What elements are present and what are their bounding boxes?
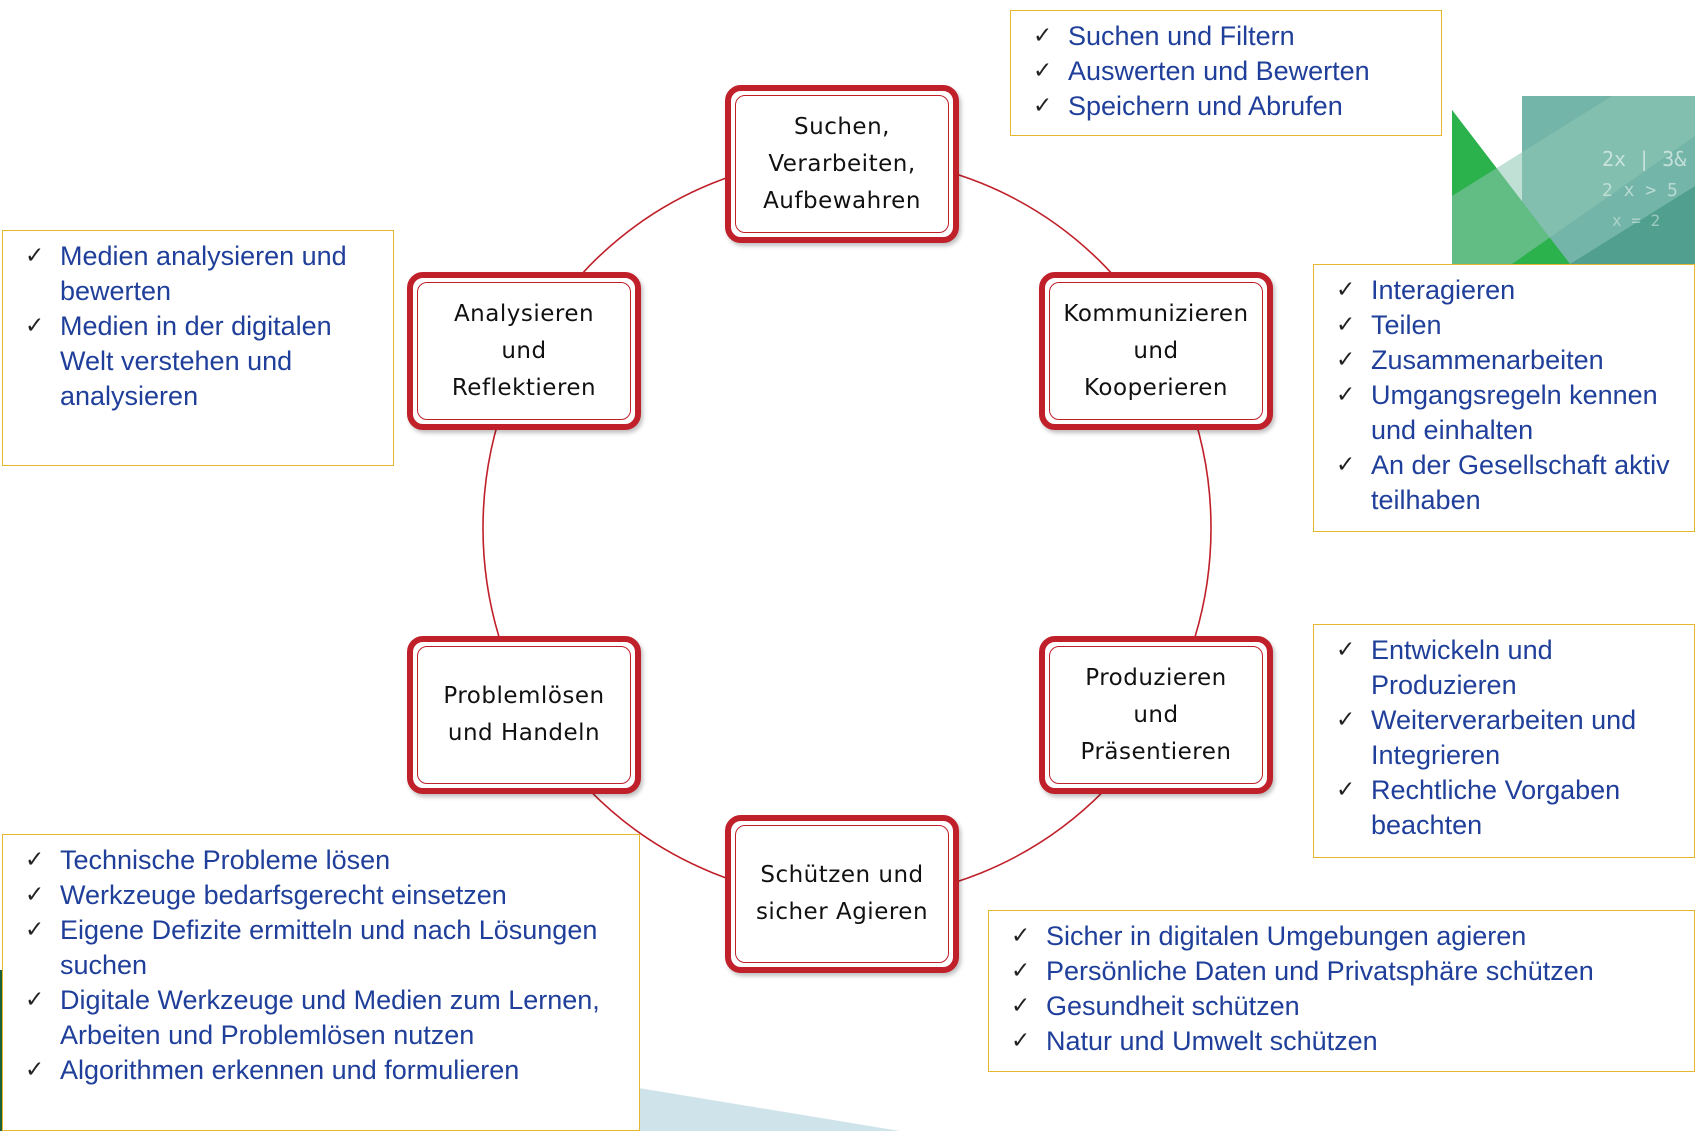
checkmark-icon: ✓ <box>1336 382 1356 408</box>
checkmark-icon: ✓ <box>1336 707 1356 733</box>
checkmark-icon: ✓ <box>25 882 45 908</box>
checkmark-icon: ✓ <box>25 847 45 873</box>
node-schuetzen: Schützen und sicher Agieren <box>725 815 959 973</box>
list-item: ✓Gesundheit schützen <box>989 989 1684 1024</box>
svg-text:2x | 3&: 2x | 3& <box>1602 147 1686 171</box>
detail-box-produzieren: ✓Entwickeln und Produzieren ✓Weiterverar… <box>1313 624 1695 858</box>
list-item: ✓Medien analysieren und bewerten <box>25 241 347 306</box>
checkmark-icon: ✓ <box>1336 277 1356 303</box>
checkmark-icon: ✓ <box>1336 312 1356 338</box>
list-item: ✓Technische Probleme lösen <box>3 843 629 878</box>
list-item: ✓Teilen <box>1314 308 1684 343</box>
list-item: ✓Persönliche Daten und Privatsphäre schü… <box>989 954 1684 989</box>
node-label: Analysieren und Reflektieren <box>451 300 597 401</box>
checkmark-icon: ✓ <box>1336 347 1356 373</box>
list-item: ✓Zusammenarbeiten <box>1314 343 1684 378</box>
node-label: Schützen und sicher Agieren <box>755 862 929 925</box>
checkmark-icon: ✓ <box>25 243 45 269</box>
node-analysieren: Analysieren und Reflektieren <box>407 272 641 430</box>
checkmark-icon: ✓ <box>1011 1028 1031 1054</box>
checkmark-icon: ✓ <box>1011 923 1031 949</box>
detail-box-kommunizieren: ✓Interagieren ✓Teilen ✓Zusammenarbeiten … <box>1313 264 1695 532</box>
checkmark-icon: ✓ <box>25 1057 45 1083</box>
checkmark-icon: ✓ <box>25 917 45 943</box>
decorative-chalkboard-graphic: 2x | 3& 2 x > 5 x = 2 <box>1452 96 1695 264</box>
node-suchen: Suchen, Verarbeiten, Aufbewahren <box>725 85 959 243</box>
node-label: Produzieren und Präsentieren <box>1080 664 1232 765</box>
node-label: Kommunizieren und Kooperieren <box>1063 300 1249 401</box>
list-item: ✓Weiterverarbeiten und Integrieren <box>1336 705 1637 770</box>
list-item: ✓Suchen und Filtern <box>1011 19 1431 54</box>
list-item: ✓Interagieren <box>1314 273 1684 308</box>
competence-list: ✓Interagieren ✓Teilen ✓Zusammenarbeiten … <box>1314 273 1684 518</box>
list-item: ✓Digitale Werkzeuge und Medien zum Lerne… <box>25 985 600 1050</box>
competence-list: ✓Technische Probleme lösen ✓Werkzeuge be… <box>3 843 629 1088</box>
node-label: Suchen, Verarbeiten, Aufbewahren <box>763 113 921 214</box>
node-label: Problemlösen und Handeln <box>443 683 605 746</box>
list-item: ✓Auswerten und Bewerten <box>1011 54 1431 89</box>
node-problemloesen: Problemlösen und Handeln <box>407 636 641 794</box>
list-item: ✓Medien in der digitalen Welt verstehen … <box>25 311 332 411</box>
checkmark-icon: ✓ <box>1033 23 1053 49</box>
checkmark-icon: ✓ <box>1033 58 1053 84</box>
list-item: ✓An der Gesellschaft aktiv teilhaben <box>1336 450 1670 515</box>
checkmark-icon: ✓ <box>1033 93 1053 119</box>
node-kommunizieren: Kommunizieren und Kooperieren <box>1039 272 1273 430</box>
checkmark-icon: ✓ <box>1336 452 1356 478</box>
competence-list: ✓Medien analysieren und bewerten ✓Medien… <box>3 239 383 414</box>
list-item: ✓Sicher in digitalen Umgebungen agieren <box>989 919 1684 954</box>
svg-text:x = 2: x = 2 <box>1612 211 1660 230</box>
checkmark-icon: ✓ <box>25 987 45 1013</box>
list-item: ✓Rechtliche Vorgaben beachten <box>1336 775 1621 840</box>
list-item: ✓Speichern und Abrufen <box>1011 89 1431 124</box>
list-item: ✓Entwickeln und Produzieren <box>1336 635 1553 700</box>
checkmark-icon: ✓ <box>25 313 45 339</box>
list-item: ✓Natur und Umwelt schützen <box>989 1024 1684 1059</box>
checkmark-icon: ✓ <box>1336 777 1356 803</box>
competence-list: ✓Entwickeln und Produzieren ✓Weiterverar… <box>1314 633 1684 843</box>
node-produzieren: Produzieren und Präsentieren <box>1039 636 1273 794</box>
detail-box-schuetzen: ✓Sicher in digitalen Umgebungen agieren … <box>988 910 1695 1072</box>
checkmark-icon: ✓ <box>1011 993 1031 1019</box>
competence-list: ✓Suchen und Filtern ✓Auswerten und Bewer… <box>1011 19 1431 124</box>
svg-text:2 x > 5: 2 x > 5 <box>1602 180 1678 201</box>
list-item: ✓Algorithmen erkennen und formulieren <box>3 1053 629 1088</box>
checkmark-icon: ✓ <box>1011 958 1031 984</box>
list-item: ✓Eigene Defizite ermitteln und nach Lösu… <box>25 915 598 980</box>
detail-box-problemloesen: ✓Technische Probleme lösen ✓Werkzeuge be… <box>2 834 640 1131</box>
list-item: ✓Werkzeuge bedarfsgerecht einsetzen <box>3 878 629 913</box>
detail-box-suchen: ✓Suchen und Filtern ✓Auswerten und Bewer… <box>1010 10 1442 136</box>
checkmark-icon: ✓ <box>1336 637 1356 663</box>
detail-box-analysieren: ✓Medien analysieren und bewerten ✓Medien… <box>2 230 394 466</box>
list-item: ✓Umgangsregeln kennen und einhalten <box>1336 380 1658 445</box>
competence-list: ✓Sicher in digitalen Umgebungen agieren … <box>989 919 1684 1059</box>
